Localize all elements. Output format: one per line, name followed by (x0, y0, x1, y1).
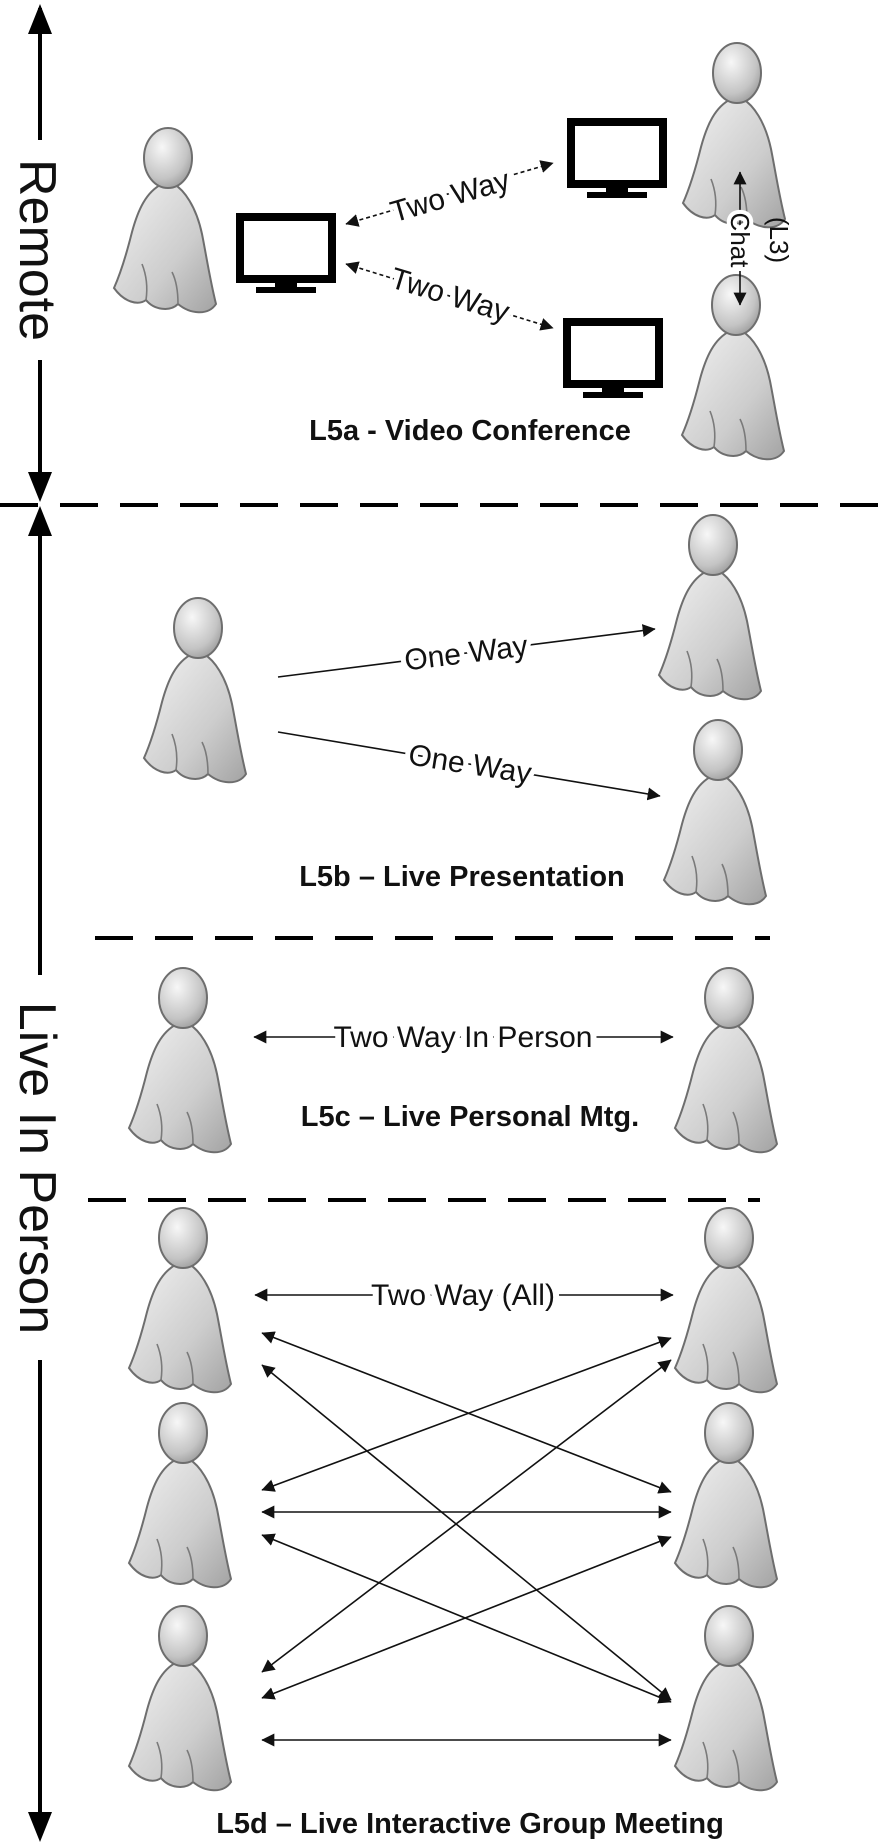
link-label-upper: One Way (403, 630, 530, 678)
link-label-upper: Two Way (387, 164, 514, 229)
two-way-arrow (345, 160, 554, 227)
person-icon (681, 274, 785, 461)
link-label: Two Way In Person (334, 1021, 593, 1054)
link-label: Two Way (All) (371, 1279, 555, 1312)
person-icon (128, 967, 232, 1154)
l5a-title: L5a - Video Conference (309, 415, 631, 447)
section-label-live: Live In Person (8, 1002, 66, 1334)
arrow-head-up (28, 4, 52, 34)
two-way-arrow (261, 1336, 672, 1492)
link-label-lower: Two Way (387, 262, 514, 329)
person-icon (682, 42, 786, 229)
l5b-title: L5b – Live Presentation (299, 861, 625, 893)
section-l5b: One Way One Way L5b – Live Presentation (143, 514, 767, 906)
monitor-icon (240, 217, 332, 293)
one-way-arrow (277, 731, 661, 801)
two-way-arrow (345, 261, 554, 331)
section-axis: Remote Live In Person (8, 4, 66, 1842)
section-l5d: Two Way (All) L5d – Live Interactive Gro… (128, 1207, 778, 1840)
two-way-arrow (261, 1359, 672, 1673)
person-icon (143, 597, 247, 784)
link-label-lower: One Way (406, 739, 534, 791)
person-icon (674, 967, 778, 1154)
person-icon (658, 514, 762, 701)
chat-level-label: (L3) (764, 217, 794, 263)
arrow-head-up (28, 506, 52, 536)
person-icon (128, 1207, 232, 1394)
l5c-title: L5c – Live Personal Mtg. (301, 1101, 639, 1133)
two-way-arrow (261, 1364, 672, 1701)
section-l5a: Two Way Two Way Chat (L3) L5a - Video Co… (113, 42, 794, 461)
monitor-icon (571, 122, 663, 198)
person-icon (674, 1207, 778, 1394)
arrow-head-down (28, 472, 52, 502)
person-icon (674, 1402, 778, 1589)
two-way-arrow (261, 1331, 672, 1494)
two-way-arrow (261, 1533, 672, 1704)
section-label-remote: Remote (8, 159, 66, 341)
one-way-arrow (277, 624, 656, 678)
l5d-title: L5d – Live Interactive Group Meeting (216, 1808, 724, 1840)
person-icon (663, 719, 767, 906)
two-way-arrow (261, 1535, 672, 1700)
section-l5c: Two Way In Person L5c – Live Personal Mt… (128, 967, 778, 1154)
person-icon (674, 1605, 778, 1792)
person-icon (113, 127, 217, 314)
arrow-head-down (28, 1812, 52, 1842)
person-icon (128, 1605, 232, 1792)
chat-label: Chat (725, 213, 755, 269)
person-icon (128, 1402, 232, 1589)
monitor-icon (567, 322, 659, 398)
